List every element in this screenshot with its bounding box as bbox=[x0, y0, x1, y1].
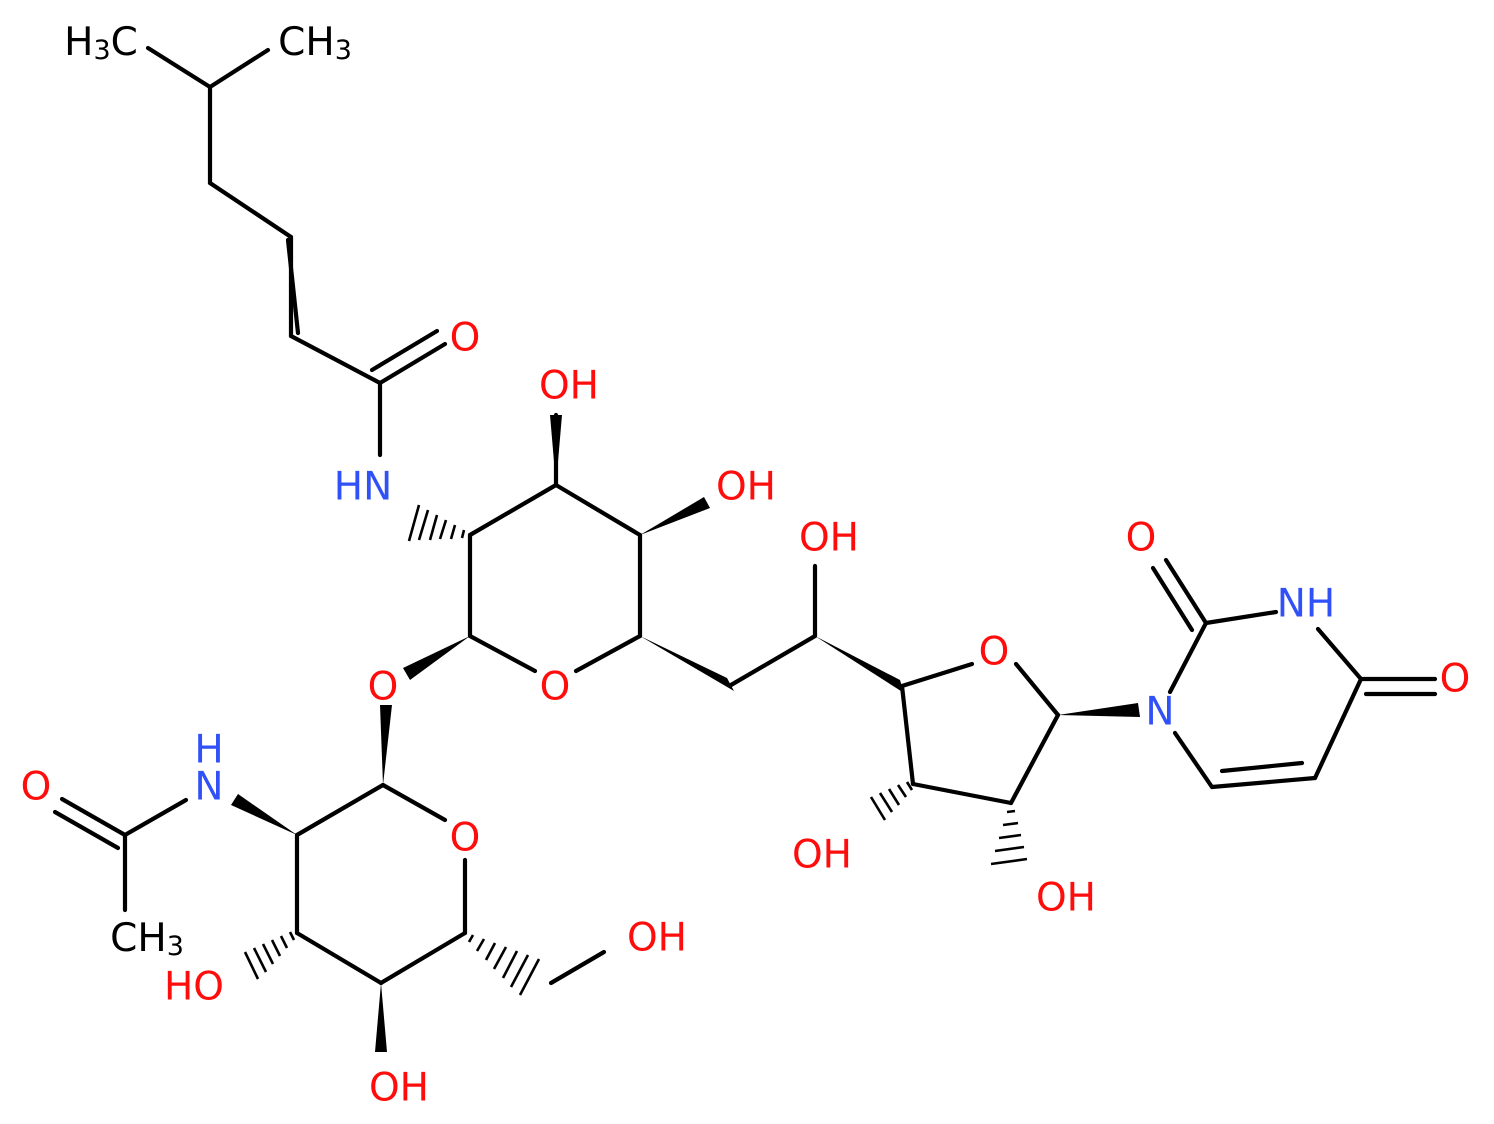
bond-ura-c2-o-second bbox=[1150, 565, 1195, 633]
wedge-c1-oglyc bbox=[403, 636, 470, 680]
label-oh-glcnac4: OH bbox=[369, 1066, 429, 1111]
bond-glc-c2-c1 bbox=[294, 782, 386, 838]
label-oh-galn4: OH bbox=[716, 465, 776, 510]
bond-carbonyl-1 bbox=[377, 341, 448, 386]
bond-ura-c4-c5 bbox=[1312, 676, 1364, 781]
wedge-c4-oh bbox=[640, 497, 710, 535]
label-ch3-right: CH3 bbox=[278, 20, 352, 66]
bond-c4-c3-second bbox=[285, 237, 301, 336]
bond-ura-c5-c6-inner bbox=[1219, 760, 1305, 774]
bond-rib-c4-o bbox=[899, 661, 975, 689]
label-oh-glcnac6: OH bbox=[627, 916, 687, 961]
bond-ura-n3-c4 bbox=[1315, 626, 1364, 682]
label-nh-glcnac: N bbox=[194, 765, 223, 810]
label-oh-glcnac3: HO bbox=[164, 965, 224, 1010]
bond-glc-c4-c3 bbox=[294, 930, 384, 986]
label-o2-uracil: O bbox=[1126, 516, 1157, 561]
wedge-glc-c2-n bbox=[231, 794, 297, 835]
bond-rib-c2-c3 bbox=[910, 781, 1014, 806]
bond-glc-c5-c4 bbox=[378, 930, 468, 986]
hash-glc-c3-oh bbox=[243, 931, 296, 980]
label-o-glycosidic: O bbox=[368, 665, 399, 710]
bond-ura-c2-o bbox=[1163, 557, 1209, 626]
bond-c6-oh bbox=[548, 949, 607, 986]
label-oh-side: OH bbox=[799, 516, 859, 561]
label-o4-uracil: O bbox=[1440, 657, 1471, 702]
label-o-ring-galn: O bbox=[540, 665, 571, 710]
wedge-c3-oh bbox=[550, 415, 562, 485]
bond-ura-c5-c6 bbox=[1209, 775, 1318, 790]
bond-ch2-choh bbox=[728, 633, 818, 688]
bonds bbox=[52, 45, 1438, 986]
bond-ura-n1-c2 bbox=[1167, 620, 1209, 695]
label-oh-galn3: OH bbox=[539, 364, 599, 409]
wedge-glc-c4-oh bbox=[375, 983, 387, 1052]
bond-acetyl-c-o bbox=[59, 796, 128, 838]
wedge-choh-ribc4 bbox=[815, 636, 904, 693]
atom-labels: H3C CH3 O HN OH OH O O OH O N O NH O OH … bbox=[21, 20, 1471, 1111]
bond-rib-c3-c4 bbox=[899, 683, 916, 787]
wedge-glc-c1-o bbox=[380, 705, 392, 785]
bond-glc-c1-o bbox=[380, 782, 448, 823]
bond-ch3left-ch bbox=[145, 45, 213, 90]
hash-glc-c5-c6 bbox=[467, 934, 541, 996]
label-n1-uracil: N bbox=[1145, 690, 1174, 735]
label-nh-amide: HN bbox=[334, 465, 393, 510]
wedge-bonds bbox=[231, 415, 1140, 1052]
bond-rib-c1-c2 bbox=[1008, 712, 1061, 806]
bond-ring-o-c1 bbox=[467, 633, 538, 674]
bond-ch3right-ch bbox=[207, 47, 271, 90]
bond-c3-c2 bbox=[288, 333, 383, 386]
hash-ribc3-oh bbox=[869, 781, 914, 821]
label-o-ring-glcnac: O bbox=[450, 816, 481, 861]
bond-ch2-c4 bbox=[207, 180, 294, 240]
label-o-acetyl: O bbox=[21, 765, 52, 810]
label-nh-glcnac-h: H bbox=[194, 728, 223, 773]
bond-ring-c5-o bbox=[573, 633, 643, 674]
label-ch3-acetyl: CH3 bbox=[110, 916, 184, 962]
label-oh-ribose2: OH bbox=[1036, 876, 1096, 921]
label-ch3-left: H3C bbox=[64, 20, 138, 66]
wedge-ribc1-n bbox=[1058, 703, 1140, 717]
label-o-amide: O bbox=[450, 316, 481, 361]
label-oh-ribose3: OH bbox=[792, 833, 852, 878]
bond-acetyl-c-o-second bbox=[52, 809, 121, 851]
hashed-bonds bbox=[243, 504, 1028, 996]
hash-ribc2-oh bbox=[990, 809, 1028, 866]
wedge-c5-ch2 bbox=[640, 636, 734, 691]
bond-acetyl-n-c bbox=[122, 797, 189, 838]
bond-rib-o-c1 bbox=[1013, 661, 1061, 718]
bond-ring-c2-c3 bbox=[467, 482, 559, 538]
bond-carbonyl-2 bbox=[369, 328, 440, 373]
hash-c2-nh bbox=[407, 504, 466, 542]
bond-ura-c2-n3 bbox=[1203, 609, 1279, 626]
label-nh3-uracil: NH bbox=[1277, 582, 1336, 627]
label-o-ribose: O bbox=[979, 630, 1010, 675]
bond-ura-c6-n1 bbox=[1172, 730, 1215, 790]
bond-ring-c3-c4 bbox=[553, 482, 643, 538]
